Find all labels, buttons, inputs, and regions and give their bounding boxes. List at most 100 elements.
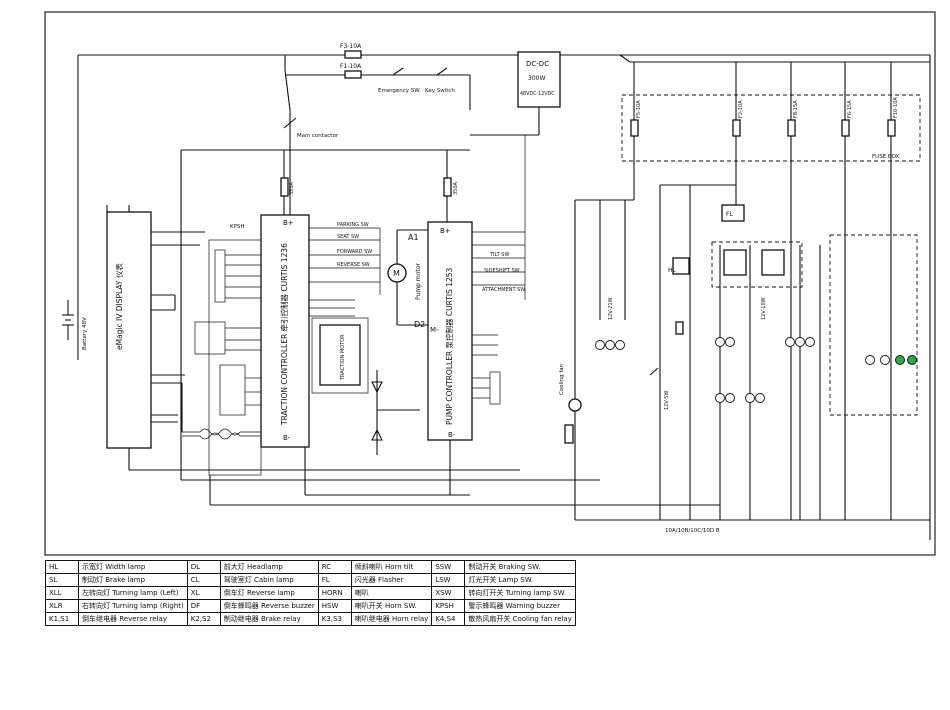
fuse-f3-label: F3-10A bbox=[340, 43, 362, 50]
battery-label: Battery 48V bbox=[82, 317, 88, 350]
fuse-f6-label: F6-15A bbox=[847, 100, 853, 118]
traction-controller-label: TRACTION CONTROLLER 牵引控制器 CURTIS 1236 bbox=[279, 243, 289, 426]
legend-code: HORN bbox=[317, 586, 352, 600]
traction-controller bbox=[260, 214, 310, 448]
pump-fuse-label: 350A bbox=[453, 181, 459, 195]
kpsh-label: KPSH bbox=[230, 224, 245, 230]
reverse-sw-label: REVERSE SW bbox=[337, 262, 370, 268]
legend-code: CL bbox=[186, 573, 221, 587]
traction-harness bbox=[208, 239, 262, 476]
rear-light-group bbox=[829, 234, 918, 416]
can-bus-high bbox=[182, 428, 262, 436]
fuse-f1 bbox=[344, 70, 362, 79]
key-switch bbox=[436, 67, 448, 76]
dcdc-power: 300W bbox=[528, 75, 545, 82]
fuse-box-fuses bbox=[630, 62, 896, 137]
legend-code: XLR bbox=[45, 599, 79, 613]
flasher bbox=[721, 204, 745, 222]
key-switch-label: Key Switch bbox=[425, 88, 455, 94]
legend-desc: 散热风扇开关 Cooling fan relay bbox=[464, 612, 576, 626]
legend-desc: 左转向灯 Turning lamp (Left) bbox=[78, 586, 188, 600]
legend-code: XL bbox=[186, 586, 221, 600]
cooling-fan-label: Cooling fan bbox=[559, 363, 565, 395]
lamps bbox=[595, 337, 917, 403]
pump-controller bbox=[427, 221, 473, 441]
pump-fuse-350a bbox=[443, 177, 452, 197]
traction-fuse-350a bbox=[280, 177, 289, 197]
legend-desc: 闪光器 Flasher bbox=[350, 573, 433, 587]
pump-motor-label: Pump motor bbox=[415, 263, 422, 300]
display-module bbox=[106, 211, 152, 449]
dcdc-spec: 48VDC-12VDC bbox=[520, 91, 555, 97]
pump-motor-m: M bbox=[393, 269, 400, 278]
legend-desc: 倒车灯 Reverse lamp bbox=[219, 586, 319, 600]
traction-fuse-label: 350A bbox=[289, 181, 295, 195]
hl-label: HL bbox=[668, 267, 677, 274]
legend-code: DL bbox=[186, 560, 221, 574]
ground-bus-label: 10A/10B/10C/10D B bbox=[665, 528, 720, 534]
legend-code: K1,S1 bbox=[45, 612, 79, 626]
fuse-box-label: FUSE BOX bbox=[872, 154, 900, 160]
pump-m-minus: M- bbox=[430, 326, 439, 334]
legend-desc: 喇叭 bbox=[350, 586, 433, 600]
lamp-rating-2: 12V-10W bbox=[761, 297, 767, 320]
dcdc-label: DC-DC bbox=[526, 60, 549, 68]
fuse-f2-label: F2-10A bbox=[738, 100, 744, 118]
traction-left-pins bbox=[194, 249, 261, 416]
lamp-rating-1: 12V-21W bbox=[608, 297, 614, 320]
legend-code: KPSH bbox=[431, 599, 466, 613]
emergency-switch bbox=[392, 67, 404, 76]
fuse-box bbox=[621, 94, 921, 162]
legend-desc: 前大灯 Headlamp bbox=[219, 560, 319, 574]
legend-code: HL bbox=[45, 560, 79, 574]
traction-motor-label: TRACTION MOTOR bbox=[340, 334, 346, 381]
a1-label: A1 bbox=[408, 233, 419, 242]
legend-code: XSW bbox=[431, 586, 466, 600]
display-label: eMagic IV DISPLAY 仪表 bbox=[114, 263, 124, 350]
display-pin-wires bbox=[106, 205, 520, 471]
legend-desc: 示宽灯 Width lamp bbox=[78, 560, 188, 574]
pump-b-minus: B- bbox=[448, 431, 456, 439]
attachment-sw-label: ATTACHMENT SW bbox=[482, 287, 525, 293]
lamp-rating-3: 12V-5W bbox=[664, 391, 670, 410]
legend-desc: 喇叭开关 Horn SW. bbox=[350, 599, 433, 613]
horn-switch bbox=[649, 367, 659, 376]
legend-code: DF bbox=[186, 599, 221, 613]
legend-desc: 倒车蜂鸣器 Reverse buzzer bbox=[219, 599, 319, 613]
relay-k2 bbox=[761, 249, 785, 276]
horn-relay bbox=[672, 257, 690, 275]
traction-b-plus: B+ bbox=[283, 219, 294, 227]
legend-code: K2,S2 bbox=[186, 612, 221, 626]
cooling-fan bbox=[568, 398, 582, 412]
legend-code: RC bbox=[317, 560, 352, 574]
fuse-f1-label: F1-10A bbox=[340, 63, 362, 70]
legend-desc: 倾斜喇叭 Horn tilt bbox=[350, 560, 433, 574]
pump-controller-label: PUMP CONTROLLER 泵控制器 CURTIS 1253 bbox=[444, 267, 454, 425]
fl-label: FL bbox=[726, 211, 733, 218]
legend-code: K3,S3 bbox=[317, 612, 352, 626]
legend-desc: 转向灯开关 Turning lamp SW. bbox=[464, 586, 576, 600]
drawing-border bbox=[44, 11, 936, 556]
pump-switch-wires bbox=[449, 135, 526, 495]
legend-code: SSW bbox=[431, 560, 466, 574]
main-contactor bbox=[283, 117, 297, 129]
legend-desc: 喇叭继电器 Horn relay bbox=[350, 612, 433, 626]
d2-label: D2 bbox=[414, 320, 425, 329]
legend-desc: 驾驶室灯 Cabin lamp bbox=[219, 573, 319, 587]
tilt-sw-label: TILT SW bbox=[489, 252, 509, 258]
fuse-f8-label: F8-15A bbox=[793, 100, 799, 118]
legend-code: XLL bbox=[45, 586, 79, 600]
relay-k1 bbox=[723, 249, 747, 276]
emergency-switch-label: Emergency SW. bbox=[378, 88, 421, 94]
parking-sw-label: PARKING SW bbox=[337, 222, 369, 228]
legend-desc: 警示蜂鸣器 Warning buzzer bbox=[464, 599, 576, 613]
legend-desc: 右转向灯 Turning lamp (Right) bbox=[78, 599, 188, 613]
battery bbox=[62, 300, 74, 340]
